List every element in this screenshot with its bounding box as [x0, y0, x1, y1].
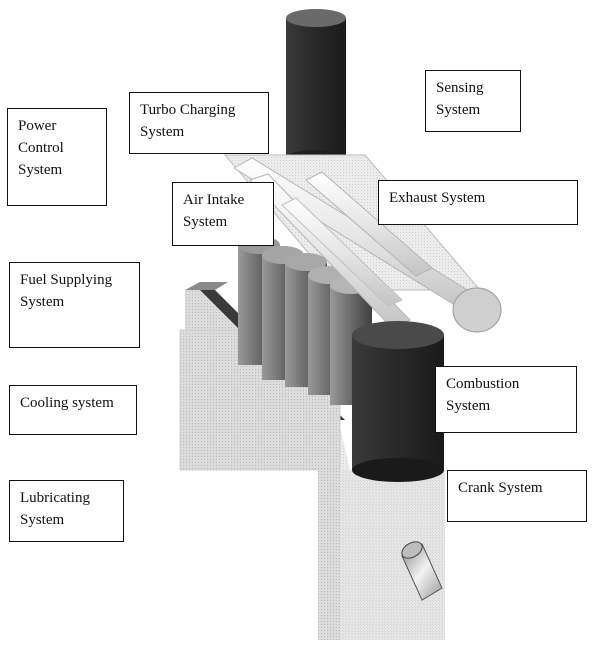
sensing-system-label: Sensing System — [425, 70, 521, 132]
combustion-system-label: Combustion System — [435, 366, 577, 433]
crank-shaft — [401, 541, 443, 601]
power-control-system-label: Power Control System — [7, 108, 107, 206]
combustion-cylinder — [352, 321, 444, 482]
engine-cylinders — [238, 236, 372, 405]
fuel-supplying-system-label: Fuel Supplying System — [9, 262, 140, 348]
turbocharger-cylinder — [286, 9, 346, 166]
crank-system-label: Crank System — [447, 470, 587, 522]
crank-block — [318, 470, 445, 640]
cooling-system-label: Cooling system — [9, 385, 137, 435]
exhaust-system-label: Exhaust System — [378, 180, 578, 225]
air-intake-system-label: Air Intake System — [172, 182, 274, 246]
lubricating-system-label: Lubricating System — [9, 480, 124, 542]
turbo-charging-system-label: Turbo Charging System — [129, 92, 269, 154]
intake-pipes — [249, 171, 433, 329]
